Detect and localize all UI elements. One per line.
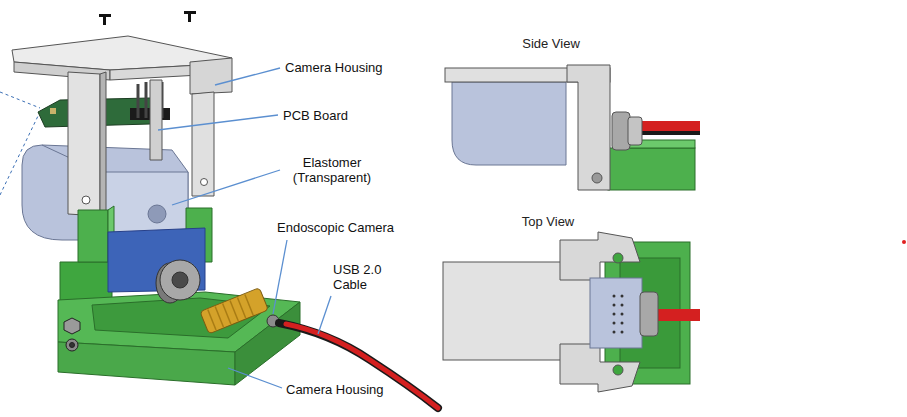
endoscopic-camera	[200, 288, 268, 334]
camera-housing-top	[100, 72, 106, 216]
side-screws	[66, 339, 78, 351]
marker-dot	[902, 240, 906, 244]
screw	[188, 13, 191, 22]
side-view	[640, 121, 700, 131]
usb-cable	[286, 324, 438, 408]
usb-cable	[279, 323, 438, 408]
top-view	[621, 331, 624, 334]
side-screws	[70, 343, 75, 348]
leader-lines	[228, 368, 282, 388]
usb-cable	[279, 323, 438, 408]
top-view	[590, 278, 642, 348]
pcb-board	[137, 84, 140, 118]
camera-housing-base	[58, 206, 300, 385]
lens-ring	[156, 260, 200, 303]
endoscopic-camera	[223, 304, 231, 324]
side-view	[567, 65, 610, 190]
side-view	[592, 173, 602, 183]
pcb-board	[50, 108, 56, 114]
top-view	[613, 322, 616, 325]
top-view	[640, 292, 658, 336]
screw	[99, 11, 196, 25]
side-view	[640, 131, 700, 135]
part-label: Endoscopic Camera	[277, 220, 394, 235]
endoscopic-camera	[208, 295, 253, 330]
camera-housing-top	[12, 36, 232, 216]
camera-housing-base	[78, 210, 108, 262]
top-view	[621, 304, 624, 307]
top-view	[613, 295, 616, 298]
top-view	[621, 313, 624, 316]
top-view	[613, 253, 623, 263]
top-view	[621, 295, 624, 298]
endoscopic-camera	[208, 310, 216, 330]
part-label: USB 2.0 Cable	[333, 262, 391, 292]
leader-lines	[172, 170, 280, 205]
guide-lines	[0, 92, 40, 108]
side-view	[628, 117, 642, 145]
part-label: Elastomer (Transparent)	[284, 155, 380, 185]
lens-ring	[172, 272, 188, 288]
camera-housing-top	[190, 58, 232, 94]
endoscopic-camera	[200, 288, 268, 334]
camera-housing-top	[68, 72, 100, 216]
side-view	[452, 82, 566, 165]
camera-housing-top	[150, 80, 162, 160]
leader-lines	[215, 68, 280, 85]
view-title: Top View	[522, 214, 575, 229]
leader-lines	[273, 240, 287, 314]
camera-housing-top	[201, 179, 208, 186]
top-view	[621, 322, 624, 325]
top-view	[443, 232, 700, 392]
camera-housing-base	[60, 262, 112, 302]
leader-lines	[158, 115, 278, 130]
camera-housing-top	[82, 196, 90, 204]
part-label: PCB Board	[283, 108, 348, 123]
top-view	[560, 232, 640, 280]
part-label: Camera Housing	[285, 60, 383, 75]
side-view	[445, 65, 700, 190]
top-view	[613, 295, 624, 334]
view-title: Side View	[522, 36, 580, 51]
side-view	[612, 112, 630, 150]
pcb-board	[145, 82, 148, 118]
lens-ring	[160, 260, 200, 300]
part-label: Camera Housing	[286, 382, 384, 397]
endoscopic-camera	[245, 295, 253, 315]
endoscopic-camera	[215, 307, 223, 327]
top-view	[613, 304, 616, 307]
top-view	[658, 309, 700, 321]
endoscopic-camera	[237, 298, 245, 318]
endoscopic-camera	[230, 301, 238, 321]
top-view	[613, 365, 623, 375]
top-view	[613, 331, 616, 334]
side-screws	[64, 318, 80, 334]
top-view	[613, 313, 616, 316]
side-screws	[64, 318, 80, 351]
side-view	[608, 148, 695, 190]
top-view	[560, 344, 640, 392]
leader-lines	[318, 296, 331, 334]
camera-housing-top	[192, 92, 214, 196]
elastomer	[148, 205, 166, 223]
screw	[103, 16, 106, 25]
camera-housing-base	[58, 342, 235, 385]
